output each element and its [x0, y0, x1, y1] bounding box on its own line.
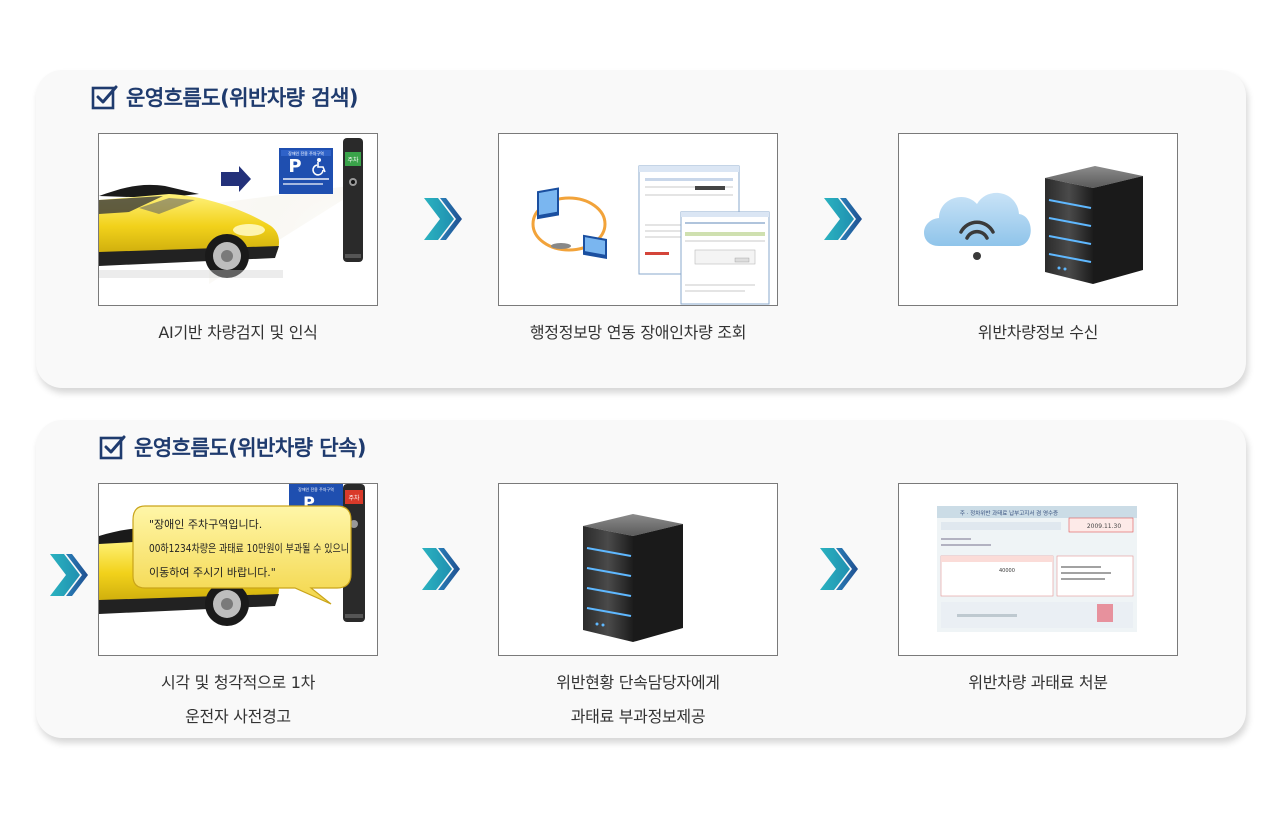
panel-title: 운영흐름도(위반차량 단속) [99, 432, 367, 462]
bubble-line: 이동하여 주시기 바랍니다." [149, 565, 276, 579]
step-caption: AI기반 차량검지 및 인식 [158, 323, 318, 342]
panel-title-text: 운영흐름도(위반차량 검색) [126, 86, 359, 110]
step-caption-line: 시각 및 청각적으로 1차 [160, 673, 316, 692]
bubble-line: "장애인 주차구역입니다. [149, 518, 262, 531]
chevron-right-icon [818, 546, 858, 592]
svg-text:2009.11.30: 2009.11.30 [1087, 523, 1122, 530]
step-image-admin-network [498, 133, 778, 306]
step-caption-line: 위반현황 단속담당자에게 [556, 673, 720, 692]
step-image-cloud-server [898, 133, 1178, 306]
step-caption-line: 과태료 부과정보제공 [570, 707, 706, 726]
fine-notice-document: 주 · 정차위반 과태료 납부고지서 겸 영수증 2009.11.30 4000… [937, 506, 1137, 632]
chevron-right-icon [822, 196, 862, 242]
svg-text:주 · 정차위반 과태료 납부고지서 겸 영수증: 주 · 정차위반 과태료 납부고지서 겸 영수증 [960, 509, 1058, 517]
chevron-right-icon [422, 196, 462, 242]
cloud-wifi-icon [924, 192, 1031, 260]
sensor-pole: 주차 [343, 138, 363, 262]
step-caption: 행정정보망 연동 장애인차량 조회 [529, 323, 747, 342]
svg-text:주차: 주차 [348, 494, 360, 502]
step-image-server [498, 483, 778, 656]
flow-panel-enforcement: 운영흐름도(위반차량 단속) 장애인 전용 주차구역 P [36, 420, 1246, 738]
server-icon [1045, 166, 1143, 284]
svg-text:장애인 전용 주차구역: 장애인 전용 주차구역 [298, 486, 334, 492]
disabled-parking-sign: 장애인 전용 주차구역 P [279, 148, 333, 194]
server-icon [583, 514, 683, 642]
screen-capture-2 [680, 211, 770, 305]
network-monitors-icon [531, 187, 607, 260]
flow-panel-search: 운영흐름도(위반차량 검색) [36, 70, 1246, 388]
yellow-car-image [99, 184, 283, 278]
svg-text:P: P [288, 156, 301, 177]
chevron-right-icon [420, 546, 460, 592]
svg-text:주차: 주차 [347, 156, 359, 164]
step-caption: 시각 및 청각적으로 1차 운전자 사전경고 [98, 666, 378, 734]
chevron-right-icon [48, 552, 88, 598]
step-caption: 위반차량정보 수신 [977, 323, 1099, 342]
step-caption: 위반차량 과태료 처분 [968, 673, 1108, 692]
step-image-driver-warning: 장애인 전용 주차구역 P 주차 "장애인 주차구역입니다. 00하1234차량… [98, 483, 378, 656]
panel-title: 운영흐름도(위반차량 검색) [91, 82, 359, 112]
checkbox-icon [99, 435, 126, 459]
svg-text:장애인 전용 주차구역: 장애인 전용 주차구역 [288, 150, 324, 156]
checkbox-icon [91, 85, 118, 109]
bubble-line: 00하1234차량은 과태료 10만원이 부과될 수 있으니 [149, 541, 349, 555]
warning-speech-bubble: "장애인 주차구역입니다. 00하1234차량은 과태료 10만원이 부과될 수… [132, 505, 352, 605]
panel-title-text: 운영흐름도(위반차량 단속) [134, 436, 367, 460]
svg-text:40000: 40000 [999, 568, 1015, 574]
step-image-fine-notice: 주 · 정차위반 과태료 납부고지서 겸 영수증 2009.11.30 4000… [898, 483, 1178, 656]
step-image-vehicle-detection: 장애인 전용 주차구역 P 주차 [98, 133, 378, 306]
step-caption-line: 운전자 사전경고 [185, 707, 291, 726]
step-caption: 위반현황 단속담당자에게 과태료 부과정보제공 [498, 666, 778, 734]
